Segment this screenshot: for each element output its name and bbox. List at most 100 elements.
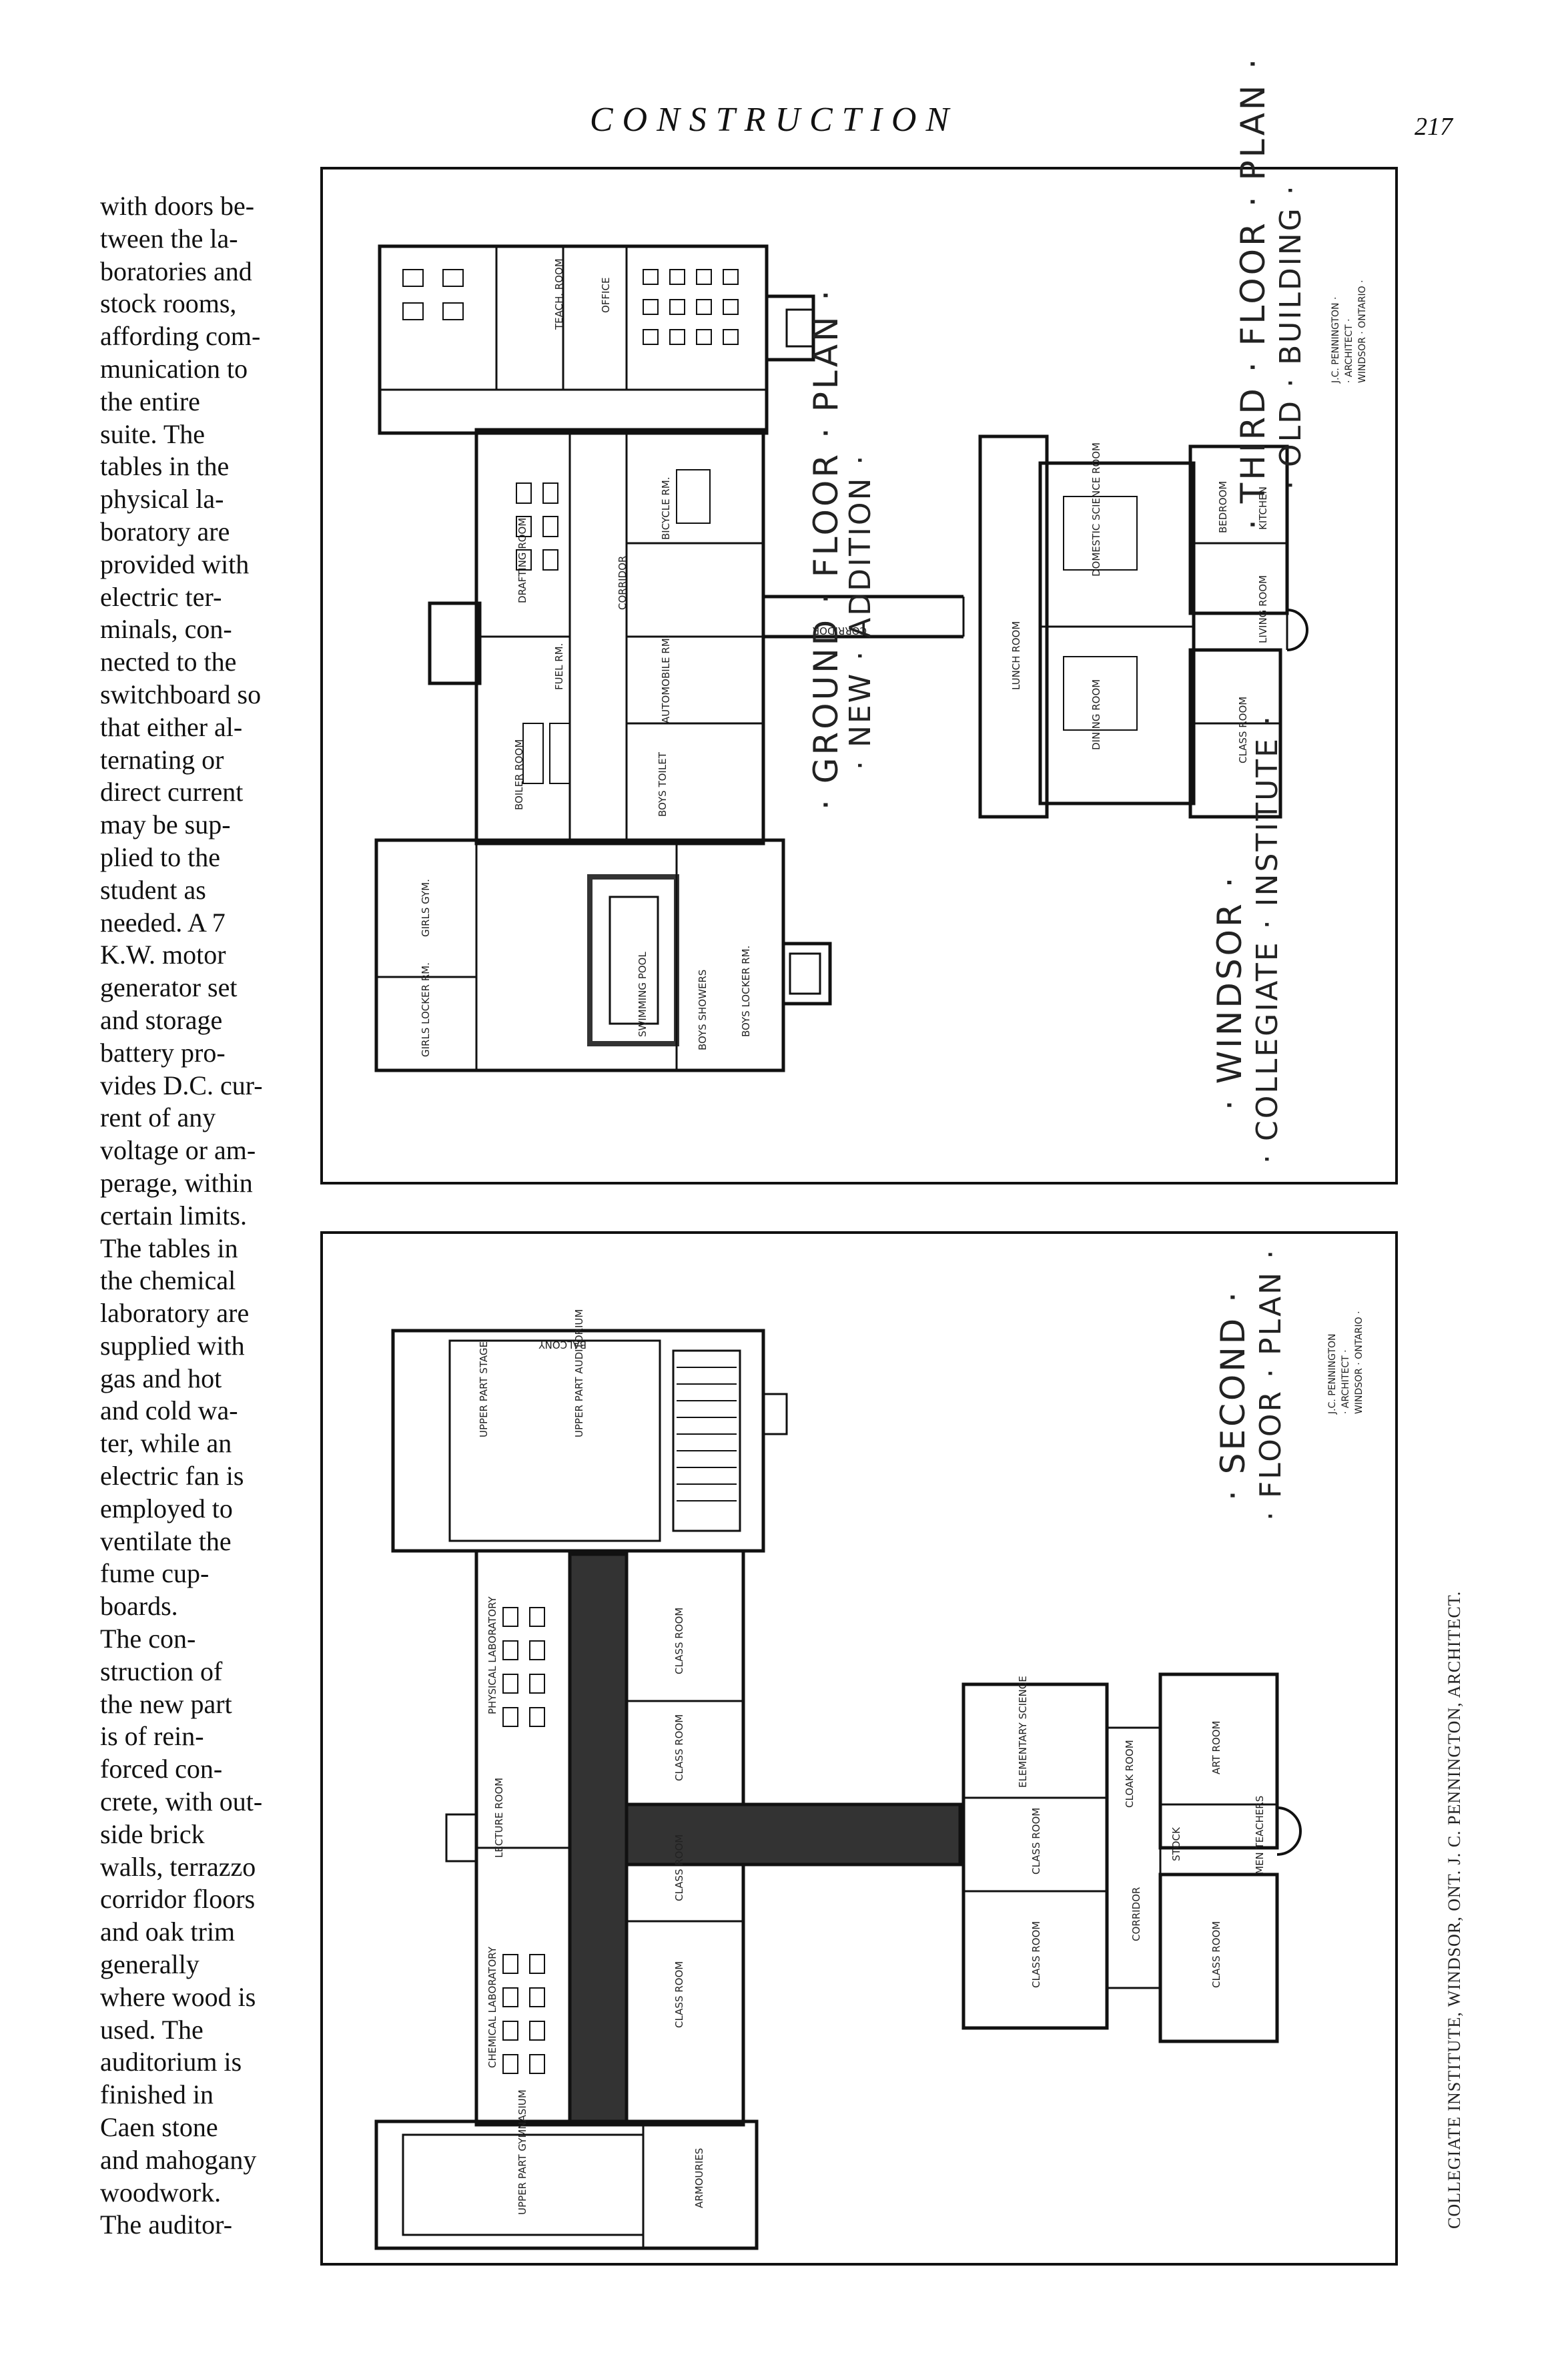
body-text-line: The auditor- bbox=[100, 2210, 233, 2240]
body-text-line: and oak trim bbox=[100, 1917, 236, 1947]
body-text-line: struction of bbox=[100, 1656, 223, 1686]
body-text-line: the new part bbox=[100, 1688, 232, 1719]
body-text-line: physical la- bbox=[100, 484, 224, 515]
room-label-dining-room: DINING ROOM bbox=[1090, 679, 1102, 750]
body-text-line: employed to bbox=[100, 1493, 233, 1524]
room-label-men-teachers: MEN TEACHERS bbox=[1254, 1795, 1266, 1875]
body-text-line: plied to the bbox=[100, 841, 220, 872]
room-label-upper-stage: UPPER PART STAGE bbox=[478, 1341, 490, 1437]
body-text-line: munication to bbox=[100, 353, 248, 384]
third-floor-plan-subtitle: · OLD · BUILDING · bbox=[1274, 184, 1308, 490]
body-text-line: where wood is bbox=[100, 1981, 256, 2012]
body-text-line: may be sup- bbox=[100, 809, 231, 840]
body-text-line: nected to the bbox=[100, 647, 237, 677]
ground-floor-plan-subtitle: · NEW · ADDITION · bbox=[843, 453, 877, 770]
room-label-upper-gym: UPPER PART GYMNASIUM bbox=[516, 2089, 528, 2215]
architect-credit-b2: · ARCHITECT · bbox=[1340, 1349, 1351, 1414]
body-text-line: suite. The bbox=[100, 418, 206, 449]
plate-second-floor: UPPER PART AUDITORIUM UPPER PART STAGE B… bbox=[320, 1231, 1398, 2266]
room-label-elementary-science: ELEMENTARY SCIENCE bbox=[1017, 1676, 1029, 1788]
body-text-line: generator set bbox=[100, 972, 238, 1003]
room-label-fuel: FUEL RM. bbox=[553, 643, 565, 690]
room-label-office: OFFICE bbox=[600, 277, 612, 313]
room-label-drafting-room: DRAFTING ROOM bbox=[516, 517, 528, 603]
room-label-lunch-room: LUNCH ROOM bbox=[1010, 621, 1022, 690]
architect-credit-2: · ARCHITECT · bbox=[1344, 318, 1354, 383]
body-text-line: laboratory are bbox=[100, 1298, 250, 1329]
body-text-line: supplied with bbox=[100, 1330, 245, 1361]
room-label-automobile: AUTOMOBILE RM. bbox=[660, 635, 672, 723]
body-text-line: fume cup- bbox=[100, 1558, 210, 1589]
room-label-lecture-room: LECTURE ROOM bbox=[493, 1777, 505, 1858]
room-label-bicycle: BICYCLE RM. bbox=[660, 476, 672, 540]
body-text-line: with doors be- bbox=[100, 191, 255, 221]
room-label-boys-toilet: BOYS TOILET bbox=[657, 752, 669, 817]
body-text-line: forced con- bbox=[100, 1754, 223, 1784]
room-label-domestic-science: DOMESTIC SCIENCE ROOM bbox=[1090, 442, 1102, 577]
room-label-boys-showers: BOYS SHOWERS bbox=[697, 969, 709, 1050]
room-label-corridor: CORRIDOR bbox=[617, 555, 629, 610]
architect-credit-b3: WINDSOR · ONTARIO · bbox=[1354, 1311, 1364, 1414]
room-label-boiler-room: BOILER ROOM bbox=[513, 739, 525, 810]
room-label-class-room-7: CLASS ROOM bbox=[1210, 1921, 1222, 1988]
room-label-stock: STOCK bbox=[1170, 1827, 1182, 1861]
plate-ground-and-third-floor: CORRIDOR CORRIDOR OFFICE TEACH. ROOM DRA… bbox=[320, 56, 1398, 1185]
page-number: 217 bbox=[1415, 113, 1453, 141]
room-label-class-room-5: CLASS ROOM bbox=[1030, 1807, 1042, 1875]
room-label-boys-locker: BOYS LOCKER RM. bbox=[740, 945, 752, 1037]
body-text-line: boratories and bbox=[100, 256, 252, 286]
body-text-line: tween the la- bbox=[100, 223, 238, 254]
body-text-line: corridor floors bbox=[100, 1884, 256, 1915]
room-label-balcony: BALCONY bbox=[538, 1339, 586, 1351]
room-label-armouries: ARMOURIES bbox=[693, 2147, 705, 2208]
body-text-line: the entire bbox=[100, 386, 200, 416]
body-text-line: provided with bbox=[100, 549, 250, 579]
body-text-line: ventilate the bbox=[100, 1526, 232, 1556]
room-label-cloak-room: CLOAK ROOM bbox=[1124, 1740, 1136, 1808]
body-text-line: ternating or bbox=[100, 744, 224, 775]
body-text-line: ter, while an bbox=[100, 1428, 232, 1459]
body-text-line: is of rein- bbox=[100, 1721, 204, 1752]
body-text-line: The tables in bbox=[100, 1233, 238, 1263]
body-text-line: tables in the bbox=[100, 451, 230, 482]
body-text-line: K.W. motor bbox=[100, 940, 226, 970]
body-text-line: used. The bbox=[100, 2014, 204, 2045]
body-text-line: generally bbox=[100, 1949, 200, 1980]
body-text-line: and mahogany bbox=[100, 2144, 257, 2175]
figure-caption: COLLEGIATE INSTITUTE, WINDSOR, ONT. J. C… bbox=[1445, 1590, 1464, 2229]
body-text-line: stock rooms, bbox=[100, 288, 237, 319]
room-label-teachers-room: TEACH. ROOM bbox=[553, 258, 565, 330]
body-text-line: and cold wa- bbox=[100, 1395, 238, 1426]
body-text-line: gas and hot bbox=[100, 1363, 222, 1393]
running-header: CONSTRUCTION bbox=[589, 101, 959, 139]
room-label-class-room-1: CLASS ROOM bbox=[673, 1607, 685, 1674]
body-text-line: boratory are bbox=[100, 516, 230, 547]
body-text-column: with doors be-tween the la-boratories an… bbox=[100, 190, 304, 2242]
room-label-upper-auditorium: UPPER PART AUDITORIUM bbox=[573, 1309, 585, 1437]
body-text-line: affording com- bbox=[100, 321, 261, 352]
body-text-line: minals, con- bbox=[100, 614, 232, 645]
body-text-line: crete, with out- bbox=[100, 1786, 263, 1817]
body-text-line: woodwork. bbox=[100, 2177, 222, 2208]
body-text-line: and storage bbox=[100, 1004, 223, 1035]
body-text-line: Caen stone bbox=[100, 2112, 218, 2143]
body-text-line: needed. A 7 bbox=[100, 907, 226, 938]
third-floor-plan-title: · THIRD · FLOOR · PLAN · bbox=[1234, 55, 1272, 530]
body-text-line: side brick bbox=[100, 1818, 205, 1849]
second-floor-title: · SECOND · bbox=[1214, 1289, 1252, 1501]
body-text-line: direct current bbox=[100, 777, 244, 807]
architect-credit-3: WINDSOR · ONTARIO · bbox=[1357, 280, 1368, 383]
second-floor-plan-drawing bbox=[374, 1329, 1302, 2250]
body-text-line: battery pro- bbox=[100, 1037, 226, 1068]
room-label-physical-lab: PHYSICAL LABORATORY bbox=[486, 1596, 498, 1714]
body-text-line: voltage or am- bbox=[100, 1135, 256, 1166]
room-label-class-room-4: CLASS ROOM bbox=[673, 1961, 685, 2028]
room-label-swimming-pool: SWIMMING POOL bbox=[637, 952, 649, 1037]
room-label-chemical-lab: CHEMICAL LABORATORY bbox=[486, 1947, 498, 2068]
body-text-line: walls, terrazzo bbox=[100, 1851, 256, 1882]
body-text-line: switchboard so bbox=[100, 679, 262, 709]
room-label-corridor-old: CORRIDOR bbox=[1130, 1887, 1142, 1941]
ground-floor-plan-title: · GROUND · FLOOR · PLAN · bbox=[807, 287, 845, 810]
body-text-line: the chemical bbox=[100, 1265, 236, 1296]
body-text-line: student as bbox=[100, 874, 206, 905]
